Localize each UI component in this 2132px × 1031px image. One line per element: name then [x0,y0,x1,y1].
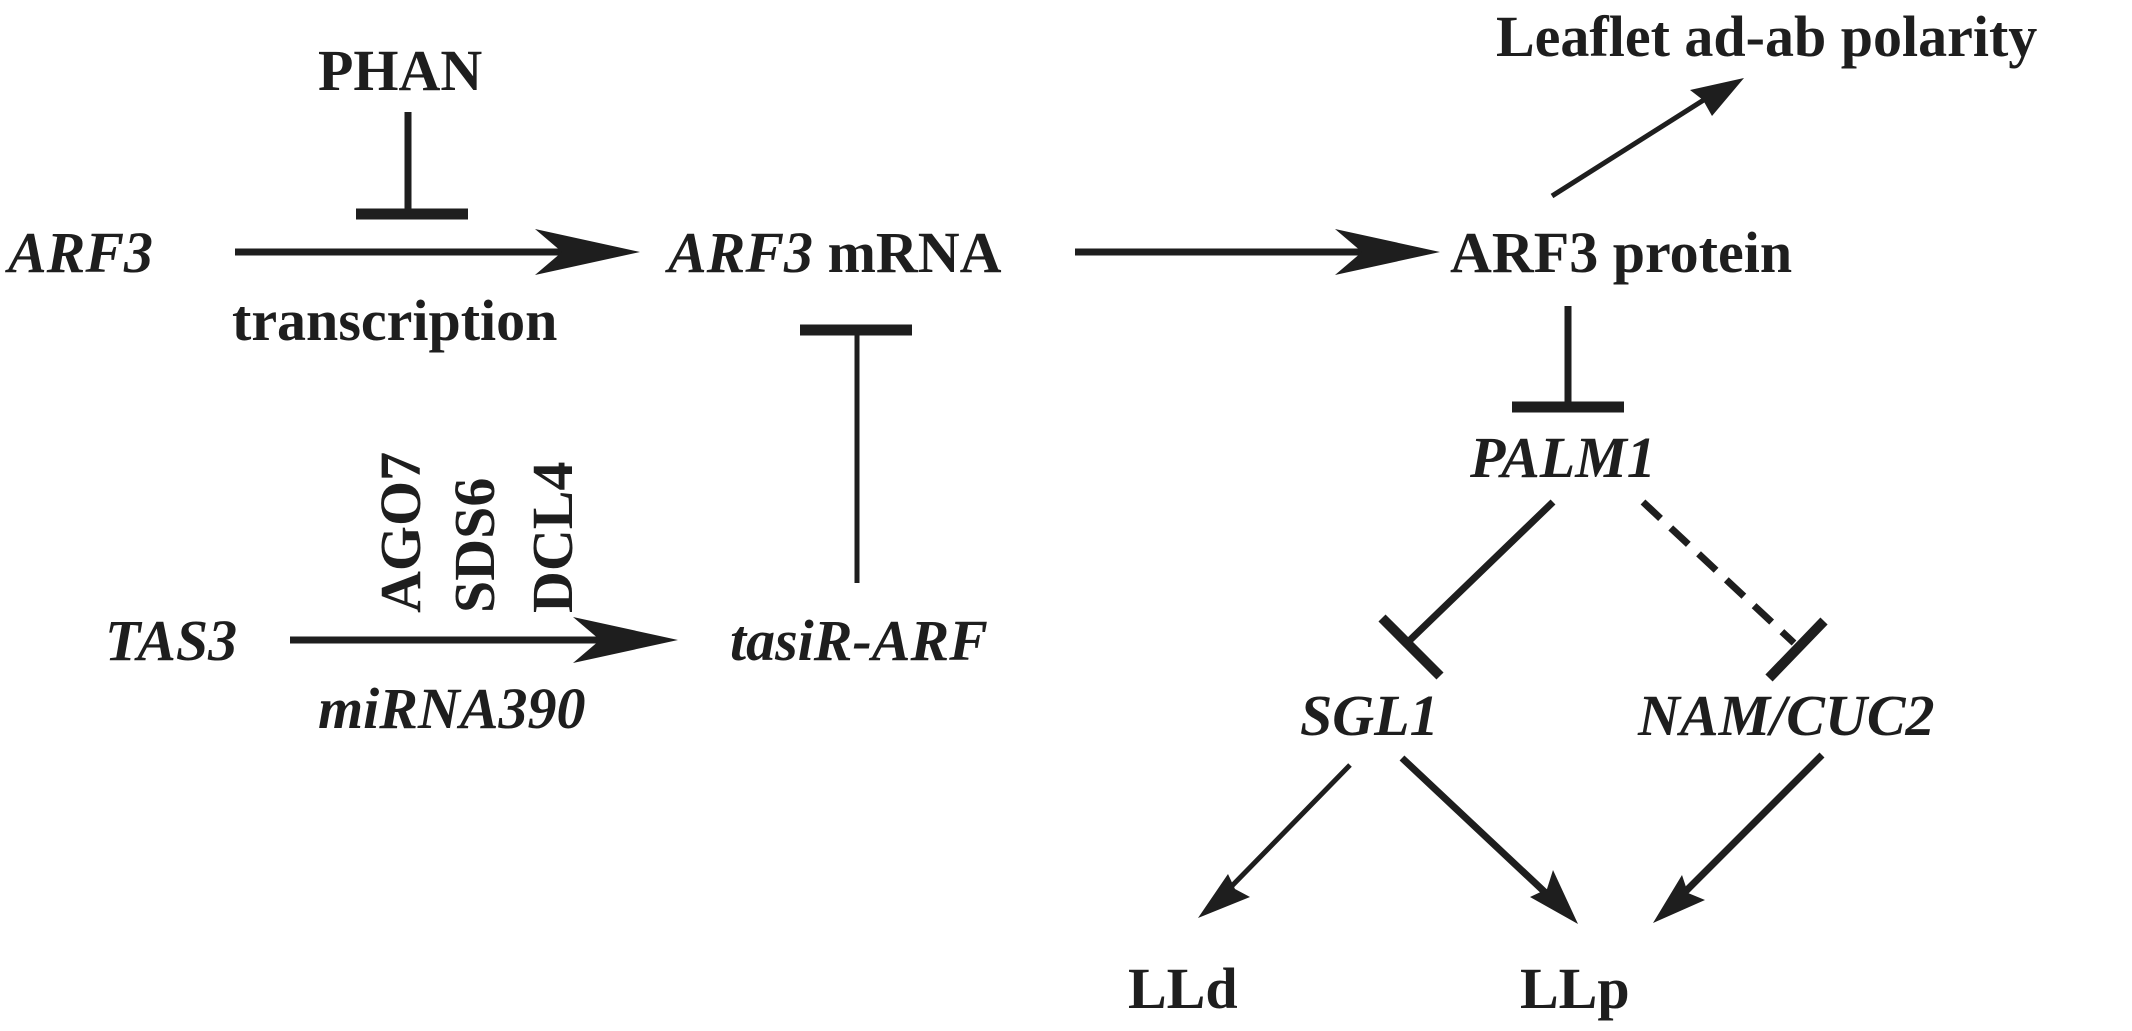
arf3-mrna-gene-part: ARF3 [665,220,813,285]
edge-nam-cuc2-to-llp [1653,752,1825,923]
label-sds6: SDS6 [442,478,507,613]
edge-tas3-to-tasir [290,617,678,663]
node-lld: LLd [1128,956,1238,1021]
edge-protein-to-polarity [1550,78,1744,199]
node-tasir-arf: tasiR-ARF [730,608,988,673]
node-arf3-gene: ARF3 [5,220,153,285]
node-tas3: TAS3 [105,608,237,673]
edge-sgl1-to-lld [1198,763,1352,918]
edge-palm1-inhibits-nam-cuc2 [1640,499,1828,682]
edge-protein-inhibits-palm1 [1512,306,1624,413]
node-phan: PHAN [318,38,482,103]
edge-tasir-inhibits-mrna [800,324,912,583]
node-palm1: PALM1 [1469,425,1656,490]
node-arf3-mrna: ARF3 mRNA [665,220,1002,285]
arf3-mrna-suffix: mRNA [813,220,1002,285]
label-transcription: transcription [232,288,557,353]
edge-mrna-to-protein [1075,229,1440,275]
node-nam-cuc2: NAM/CUC2 [1637,683,1935,748]
node-leaflet-polarity: Leaflet ad-ab polarity [1496,4,2037,69]
node-sgl1: SGL1 [1300,683,1439,748]
edge-palm1-inhibits-sgl1 [1378,499,1556,680]
label-dcl4: DCL4 [520,462,585,613]
edge-arf3-to-mrna [235,229,640,275]
node-llp: LLp [1520,956,1630,1021]
label-ago7: AGO7 [368,452,433,613]
edge-sgl1-to-llp [1399,755,1578,924]
label-mirna390: miRNA390 [318,676,586,741]
node-arf3-protein: ARF3 protein [1450,220,1792,285]
edge-phan-inhibits-transcription [356,112,468,220]
